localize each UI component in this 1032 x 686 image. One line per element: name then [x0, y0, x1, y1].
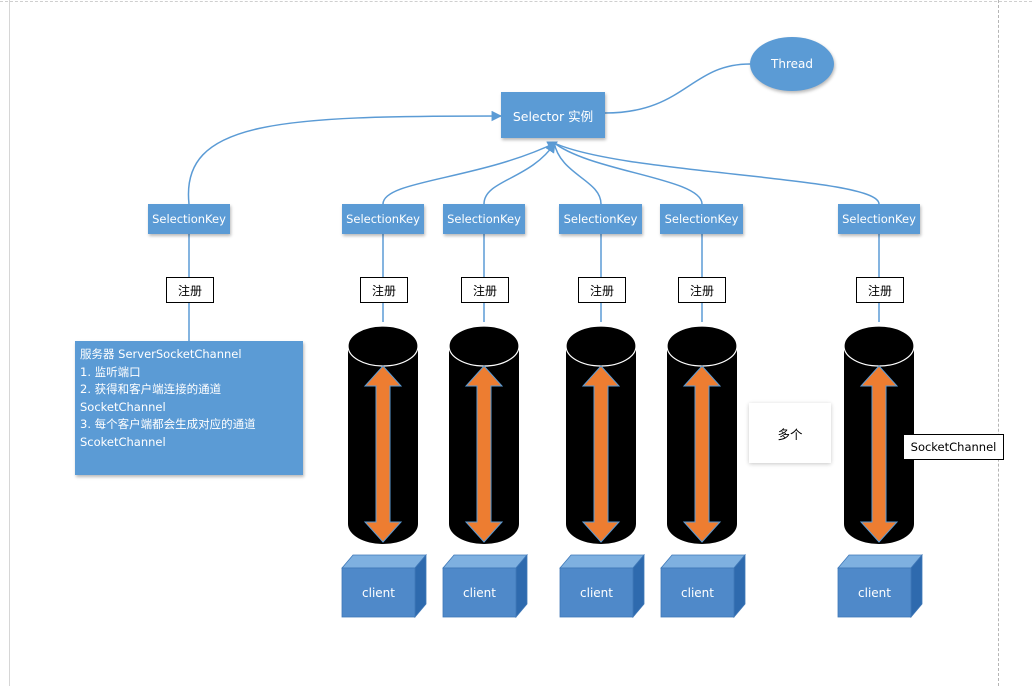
client-cube-5 — [837, 553, 923, 619]
cylinder-3 — [565, 325, 637, 544]
page-top-border — [0, 1, 1032, 2]
client-label-5: client — [858, 585, 891, 600]
cylinder-4 — [666, 325, 738, 544]
server-line-4: 3. 每个客户端都会生成对应的通道 — [80, 417, 256, 431]
socket-channel-label-box: SocketChannel — [903, 434, 1004, 460]
thread-node: Thread — [750, 37, 834, 91]
double-arrow-icon — [363, 365, 403, 543]
client-label-3: client — [580, 585, 613, 600]
cylinder-1 — [347, 325, 419, 544]
connectors — [187, 63, 880, 205]
connector-key-4-to-selector — [553, 141, 602, 205]
selection-key-client-3: SelectionKey — [559, 204, 642, 234]
cylinder-5 — [843, 325, 915, 544]
register-label: 注册 — [867, 283, 892, 298]
selection-key-label: SelectionKey — [346, 212, 420, 226]
double-arrow-icon — [464, 365, 504, 543]
selection-key-label: SelectionKey — [563, 212, 638, 226]
selection-key-client-5: SelectionKey — [838, 204, 920, 234]
cylinder-2 — [448, 325, 520, 544]
register-box-server: 注册 — [166, 277, 214, 303]
connector-key-1-to-selector — [187, 110, 503, 205]
client-cube-2 — [442, 553, 528, 619]
vertical-connectors — [188, 234, 880, 341]
register-box-1: 注册 — [360, 277, 408, 303]
selector-label: Selector 实例 — [512, 108, 594, 124]
page-left-border — [9, 0, 10, 686]
socket-channel-label: SocketChannel — [910, 440, 997, 454]
connector-selector-to-thread — [604, 63, 751, 114]
double-arrow-icon — [581, 365, 621, 543]
selection-key-client-4: SelectionKey — [660, 204, 743, 234]
server-socket-channel-box: 服务器 ServerSocketChannel 1. 监听端口 2. 获得和客户… — [75, 341, 303, 475]
client-label-2: client — [463, 585, 496, 600]
register-label: 注册 — [589, 283, 614, 298]
selection-key-label: SelectionKey — [447, 212, 521, 226]
register-box-2: 注册 — [461, 277, 509, 303]
selection-key-label: SelectionKey — [664, 212, 739, 226]
multiple-label: 多个 — [777, 426, 803, 442]
register-label: 注册 — [689, 283, 714, 298]
client-label-4: client — [681, 585, 714, 600]
page-margin-guide — [998, 0, 999, 686]
register-label: 注册 — [177, 283, 202, 298]
server-line-title: 服务器 ServerSocketChannel — [80, 347, 242, 361]
connector-key-2-to-selector — [382, 141, 558, 205]
server-line-5: ScoketChannel — [80, 434, 166, 449]
connector-key-5-to-selector — [552, 141, 703, 205]
register-box-5: 注册 — [856, 277, 904, 303]
thread-label: Thread — [771, 57, 813, 71]
client-cube-3 — [559, 553, 645, 619]
client-cube-4 — [660, 553, 746, 619]
double-arrow-icon — [859, 365, 899, 543]
client-cube-1 — [341, 553, 427, 619]
register-label: 注册 — [371, 283, 396, 298]
connector-key-3-to-selector — [483, 142, 556, 205]
selection-key-label: SelectionKey — [842, 212, 916, 226]
selection-key-server: SelectionKey — [148, 204, 230, 234]
register-box-3: 注册 — [578, 277, 626, 303]
register-label: 注册 — [472, 283, 497, 298]
selection-key-label: SelectionKey — [152, 212, 226, 226]
server-line-2: 2. 获得和客户端连接的通道 — [80, 382, 222, 396]
client-label-1: client — [362, 585, 395, 600]
selection-key-client-2: SelectionKey — [443, 204, 525, 234]
connector-key-6-to-selector — [551, 141, 880, 205]
double-arrow-icon — [682, 365, 722, 543]
server-line-1: 1. 监听端口 — [80, 364, 141, 379]
multiple-note: 多个 — [749, 403, 831, 463]
selection-key-client-1: SelectionKey — [342, 204, 424, 234]
server-line-3: SocketChannel — [80, 399, 166, 414]
register-box-4: 注册 — [678, 277, 726, 303]
selector-node: Selector 实例 — [501, 92, 605, 138]
